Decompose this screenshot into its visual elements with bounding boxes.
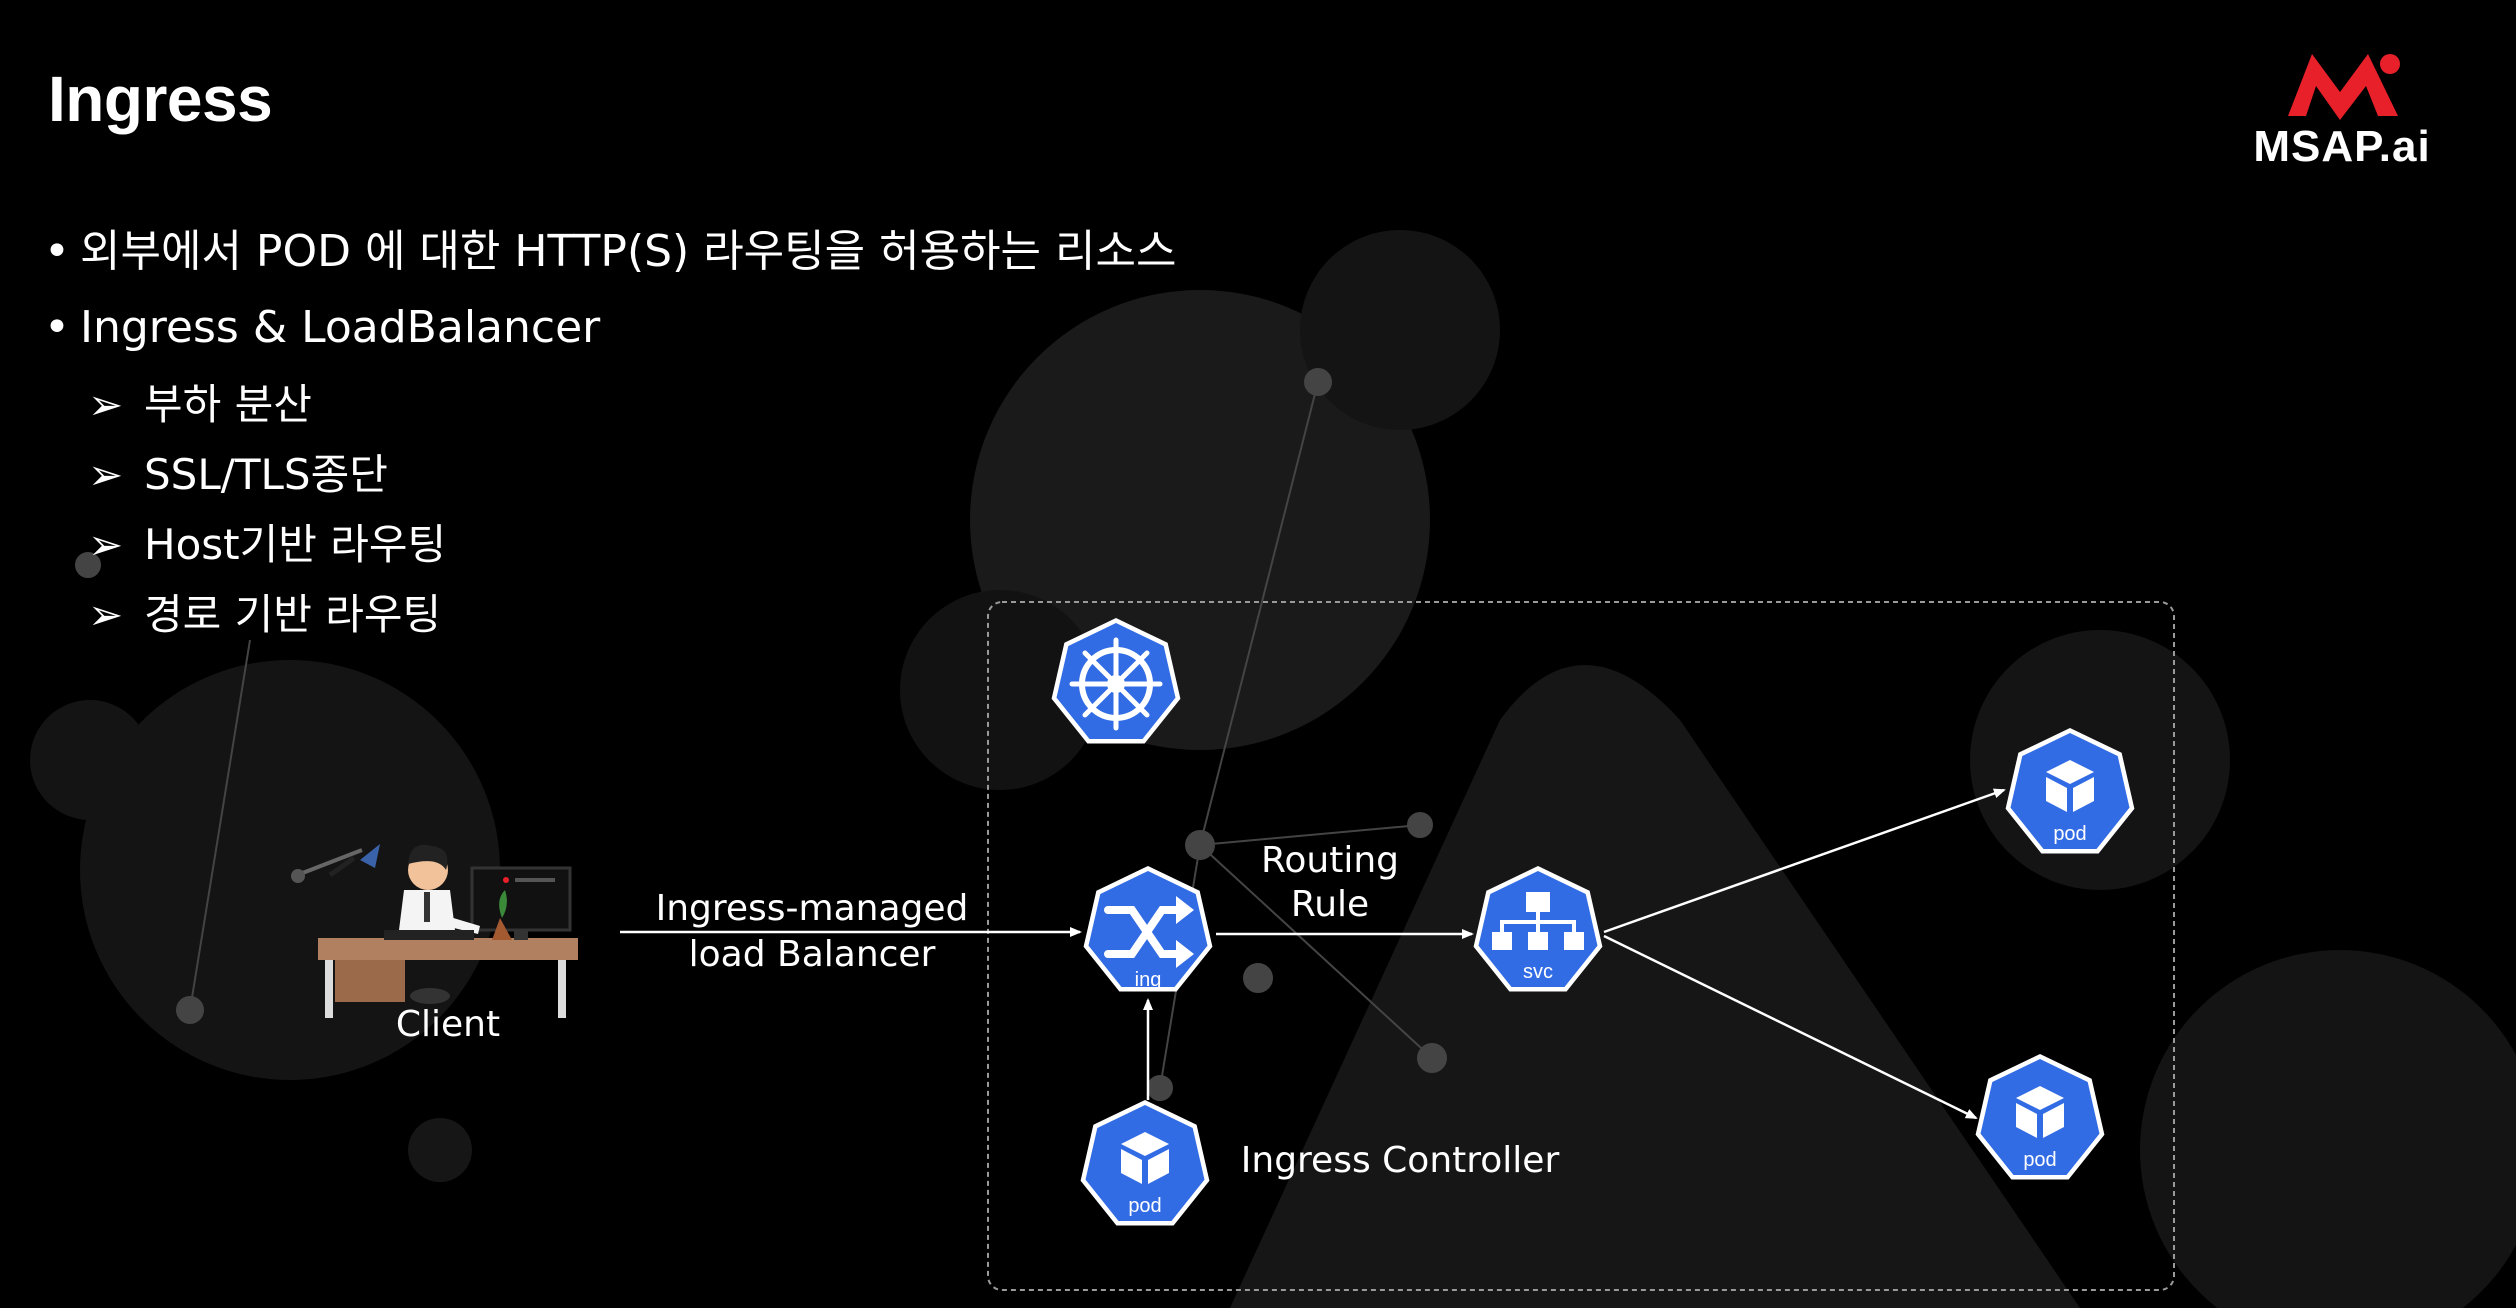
arrow-bullet-icon: ➢ xyxy=(88,590,124,639)
routing-label-line2: Rule xyxy=(1290,884,1370,925)
msap-logo: MSAP.ai xyxy=(2222,44,2462,174)
pod-icon: pod xyxy=(2005,728,2135,854)
pod-icon: pod xyxy=(1975,1054,2105,1180)
bg-circle xyxy=(900,590,1100,790)
bullet-dot-icon: • xyxy=(44,302,70,353)
sub-bullet-item: ➢SSL/TLS종단 xyxy=(88,454,388,496)
sub-bullet-text: Host기반 라우팅 xyxy=(144,520,447,569)
sub-bullet-text: SSL/TLS종단 xyxy=(144,450,388,499)
bg-circle xyxy=(2140,950,2516,1308)
page-title: Ingress xyxy=(48,63,273,135)
bullet-text: Ingress & LoadBalancer xyxy=(80,302,601,353)
lb-label-line2: load Balancer xyxy=(688,934,936,975)
client-illustration xyxy=(291,844,578,1018)
arrow-bullet-icon: ➢ xyxy=(88,380,124,429)
bullet-item: •Ingress & LoadBalancer xyxy=(44,306,600,350)
ing-tag: ing xyxy=(1135,969,1162,991)
bg-circle xyxy=(408,1118,472,1182)
arrow-bullet-icon: ➢ xyxy=(88,520,124,569)
routing-label-line1: Routing xyxy=(1260,840,1400,881)
sub-bullet-text: 경로 기반 라우팅 xyxy=(144,590,442,639)
bg-shape xyxy=(1230,665,2080,1308)
controller-pod-icon: pod xyxy=(1080,1100,1210,1226)
ingress-icon: ing xyxy=(1083,866,1213,992)
service-icon: svc xyxy=(1473,866,1603,992)
pod-tag: pod xyxy=(1128,1195,1161,1217)
kubernetes-icon xyxy=(1051,618,1181,744)
client-label: Client xyxy=(395,1004,501,1045)
sub-bullet-item: ➢Host기반 라우팅 xyxy=(88,524,446,566)
bg-circle xyxy=(30,700,150,820)
service-to-pod-arrow xyxy=(1603,934,1978,1120)
sub-bullet-item: ➢경로 기반 라우팅 xyxy=(88,594,441,636)
lb-label-line1: Ingress-managed xyxy=(655,888,969,929)
service-to-pod-arrow xyxy=(1603,788,2006,934)
arrow-bullet-icon: ➢ xyxy=(88,450,124,499)
cluster-boundary xyxy=(987,601,2175,1291)
msap-logo-icon xyxy=(2288,54,2400,120)
ingress-controller-label: Ingress Controller xyxy=(1240,1140,1560,1181)
pod-tag: pod xyxy=(2023,1149,2056,1171)
sub-bullet-item: ➢부하 분산 xyxy=(88,384,312,426)
logo-text: MSAP.ai xyxy=(2253,122,2431,171)
svc-tag: svc xyxy=(1523,961,1553,983)
bg-circle xyxy=(1300,230,1500,430)
bullet-dot-icon: • xyxy=(44,226,70,277)
pod-tag: pod xyxy=(2053,823,2086,845)
bullet-text: 외부에서 POD 에 대한 HTTP(S) 라우팅을 허용하는 리소스 xyxy=(80,226,1177,277)
sub-bullet-text: 부하 분산 xyxy=(144,380,312,429)
bullet-item: •외부에서 POD 에 대한 HTTP(S) 라우팅을 허용하는 리소스 xyxy=(44,230,1176,274)
